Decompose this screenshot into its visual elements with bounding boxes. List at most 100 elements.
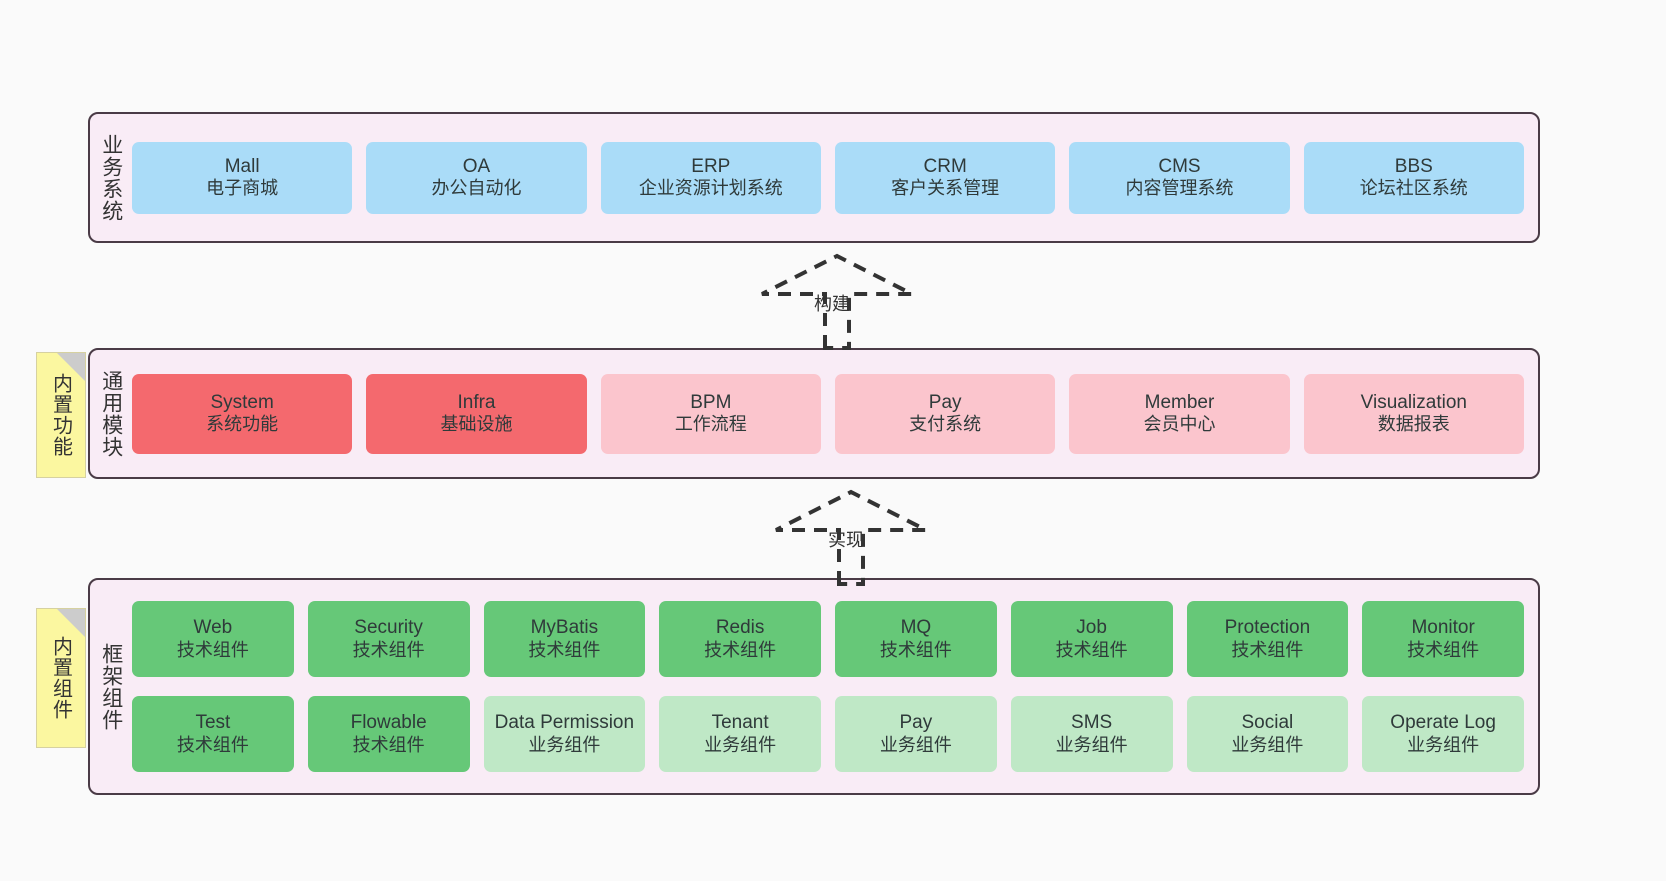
layer-title-business-system: 业务系统: [99, 133, 123, 222]
layer-business-system: 业务系统 Mall 电子商城 OA 办公自动化 ERP 企业资源计划系统 CRM…: [88, 112, 1540, 243]
card-subtitle: 业务组件: [1231, 734, 1304, 755]
card-subtitle: 业务组件: [1055, 734, 1128, 755]
card-sms[interactable]: SMS 业务组件: [1010, 696, 1173, 772]
card-title: CMS: [1158, 155, 1201, 177]
card-subtitle: 支付系统: [909, 414, 982, 435]
card-title: Operate Log: [1390, 712, 1496, 734]
card-oa[interactable]: OA 办公自动化: [366, 141, 587, 214]
card-security[interactable]: Security 技术组件: [307, 601, 470, 677]
card-pay-component[interactable]: Pay 业务组件: [835, 696, 997, 772]
card-title: ERP: [691, 155, 731, 177]
note-label: 内置功能: [49, 373, 72, 457]
card-cms[interactable]: CMS 内容管理系统: [1069, 141, 1290, 214]
card-title: Pay: [899, 712, 933, 734]
layer-body-business-system: Mall 电子商城 OA 办公自动化 ERP 企业资源计划系统 CRM 客户关系…: [132, 114, 1538, 241]
card-title: Job: [1076, 617, 1107, 639]
layer-title-common-module: 通用模块: [99, 369, 123, 458]
card-title: MyBatis: [530, 617, 599, 639]
card-subtitle: 技术组件: [176, 639, 249, 660]
card-subtitle: 技术组件: [176, 734, 249, 755]
card-job[interactable]: Job 技术组件: [1010, 601, 1173, 677]
arrow-label-implement: 实现: [828, 530, 864, 550]
card-erp[interactable]: ERP 企业资源计划系统: [600, 141, 821, 214]
card-protection[interactable]: Protection 技术组件: [1186, 601, 1349, 677]
card-subtitle: 技术组件: [1407, 639, 1480, 660]
card-row: Web 技术组件 Security 技术组件 MyBatis 技术组件 Redi…: [132, 601, 1524, 677]
card-subtitle: 电子商城: [206, 178, 279, 199]
card-bbs[interactable]: BBS 论坛社区系统: [1303, 141, 1524, 214]
card-pay-module[interactable]: Pay 支付系统: [834, 373, 1056, 454]
card-infra[interactable]: Infra 基础设施: [366, 373, 587, 454]
card-subtitle: 办公自动化: [431, 178, 522, 199]
card-title: SMS: [1071, 712, 1113, 734]
card-row: Mall 电子商城 OA 办公自动化 ERP 企业资源计划系统 CRM 客户关系…: [132, 141, 1524, 214]
card-tenant[interactable]: Tenant 业务组件: [659, 696, 821, 772]
card-title: Member: [1144, 391, 1215, 413]
card-title: Social: [1241, 712, 1294, 734]
card-subtitle: 业务组件: [1407, 734, 1480, 755]
card-member[interactable]: Member 会员中心: [1069, 373, 1290, 454]
card-web[interactable]: Web 技术组件: [132, 601, 294, 677]
card-subtitle: 业务组件: [704, 734, 777, 755]
card-subtitle: 业务组件: [879, 734, 952, 755]
card-title: MQ: [900, 617, 932, 639]
card-subtitle: 技术组件: [352, 639, 425, 660]
card-crm[interactable]: CRM 客户关系管理: [834, 141, 1056, 214]
layer-body-common-module: System 系统功能 Infra 基础设施 BPM 工作流程 Pay 支付系统…: [132, 350, 1538, 477]
card-title: CRM: [923, 155, 967, 177]
card-title: Security: [354, 617, 423, 639]
note-builtin-component: 内置组件: [36, 608, 86, 748]
dashed-hollow-arrow-icon: [775, 489, 927, 586]
card-monitor[interactable]: Monitor 技术组件: [1362, 601, 1524, 677]
card-mall[interactable]: Mall 电子商城: [132, 141, 353, 214]
card-redis[interactable]: Redis 技术组件: [659, 601, 821, 677]
card-mybatis[interactable]: MyBatis 技术组件: [483, 601, 646, 677]
card-title: Web: [193, 617, 233, 639]
card-operate-log[interactable]: Operate Log 业务组件: [1362, 696, 1524, 772]
layer-common-module: 通用模块 System 系统功能 Infra 基础设施 BPM 工作流程 Pay…: [88, 348, 1540, 479]
card-subtitle: 技术组件: [1055, 639, 1128, 660]
card-test[interactable]: Test 技术组件: [132, 696, 294, 772]
card-subtitle: 内容管理系统: [1125, 178, 1234, 199]
card-title: Test: [195, 712, 231, 734]
card-system[interactable]: System 系统功能: [132, 373, 353, 454]
card-title: System: [210, 391, 274, 413]
card-flowable[interactable]: Flowable 技术组件: [307, 696, 470, 772]
card-title: Redis: [715, 617, 765, 639]
layer-body-framework-component: Web 技术组件 Security 技术组件 MyBatis 技术组件 Redi…: [132, 580, 1538, 793]
card-subtitle: 业务组件: [528, 734, 601, 755]
card-title: Protection: [1224, 617, 1311, 639]
card-row: Test 技术组件 Flowable 技术组件 Data Permission …: [132, 696, 1524, 772]
generalization-arrow-implement: 实现: [766, 488, 936, 588]
card-subtitle: 论坛社区系统: [1359, 178, 1468, 199]
card-title: Tenant: [711, 712, 769, 734]
note-builtin-function: 内置功能: [36, 352, 86, 478]
card-subtitle: 技术组件: [528, 639, 601, 660]
generalization-arrow-build: 构建: [752, 252, 922, 352]
card-bpm[interactable]: BPM 工作流程: [600, 373, 821, 454]
card-social[interactable]: Social 业务组件: [1186, 696, 1349, 772]
card-title: Flowable: [350, 712, 427, 734]
card-title: OA: [462, 155, 491, 177]
card-subtitle: 技术组件: [352, 734, 425, 755]
card-data-permission[interactable]: Data Permission 业务组件: [483, 696, 646, 772]
card-subtitle: 企业资源计划系统: [638, 178, 783, 199]
card-row: System 系统功能 Infra 基础设施 BPM 工作流程 Pay 支付系统…: [132, 373, 1524, 454]
card-title: BPM: [690, 391, 732, 413]
card-title: Monitor: [1411, 617, 1475, 639]
card-mq[interactable]: MQ 技术组件: [835, 601, 997, 677]
card-subtitle: 基础设施: [440, 414, 513, 435]
card-subtitle: 技术组件: [879, 639, 952, 660]
card-subtitle: 客户关系管理: [891, 178, 1000, 199]
card-visualization[interactable]: Visualization 数据报表: [1303, 373, 1524, 454]
note-label: 内置组件: [49, 636, 72, 720]
card-title: Mall: [224, 155, 260, 177]
card-subtitle: 技术组件: [1231, 639, 1304, 660]
dashed-hollow-arrow-icon: [761, 253, 913, 350]
card-subtitle: 工作流程: [674, 414, 747, 435]
layer-title-framework-component: 框架组件: [99, 642, 123, 731]
card-subtitle: 数据报表: [1377, 414, 1450, 435]
card-title: Data Permission: [494, 712, 635, 734]
card-title: Infra: [457, 391, 496, 413]
